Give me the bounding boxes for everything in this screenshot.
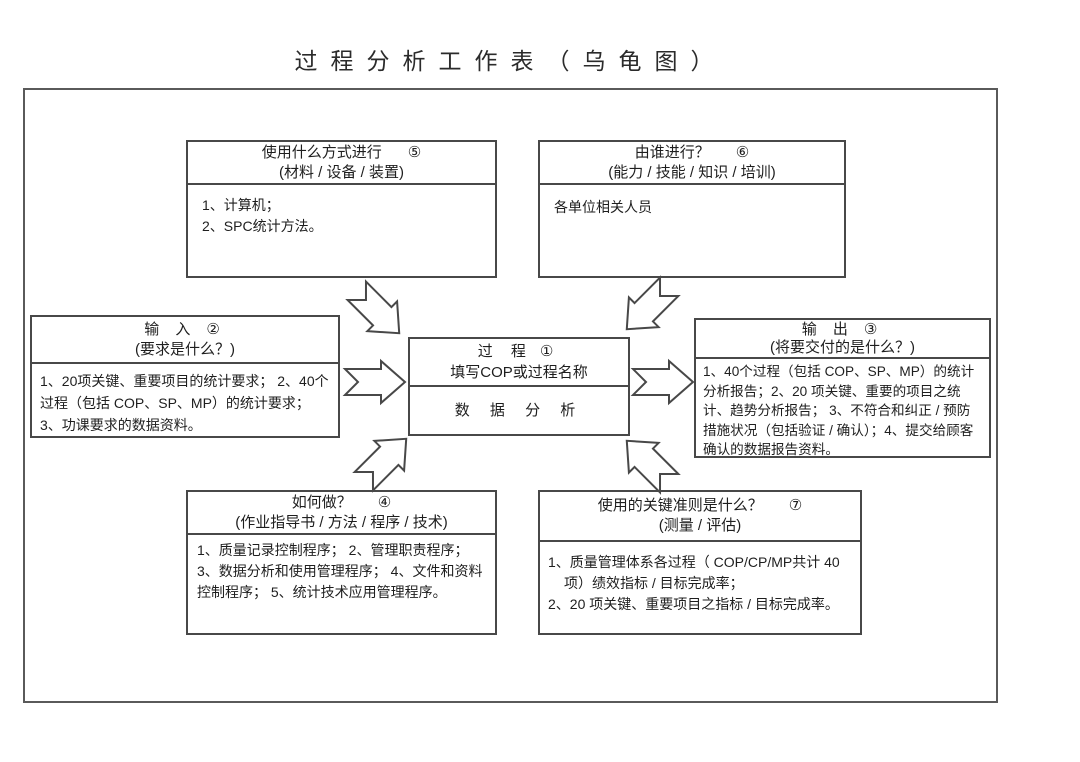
- box-process-number: ①: [539, 343, 561, 360]
- box-criteria-body: 1、质量管理体系各过程（ COP/CP/MP共计 40 项）绩效指标 / 目标完…: [540, 542, 860, 633]
- box-who-title: 由谁进行？: [634, 143, 710, 161]
- box-method: 使用什么方式进行 ⑤ (材料 / 设备 / 装置) 1、计算机； 2、SPC统计方…: [186, 140, 497, 278]
- box-criteria-title: 使用的关键准则是什么？: [597, 497, 763, 514]
- box-input-number: ②: [206, 320, 226, 338]
- box-output-header: 输 出 ③ (将要交付的是什么？): [696, 320, 989, 359]
- box-process-header: 过 程 ① 填写COP或过程名称: [410, 339, 628, 387]
- page-title: 过程分析工作表（乌龟图）: [294, 48, 727, 74]
- box-output-title-row: 输 出 ③: [802, 321, 884, 339]
- block-arrow-right-icon: [630, 358, 695, 406]
- box-method-header: 使用什么方式进行 ⑤ (材料 / 设备 / 装置): [188, 142, 495, 185]
- box-who-number: ⑥: [735, 143, 750, 161]
- box-method-title: 使用什么方式进行: [261, 143, 382, 161]
- box-criteria-title-row: 使用的关键准则是什么？ ⑦: [598, 496, 802, 516]
- list-item: 2、20 项关键、重要项目之指标 / 目标完成率。: [548, 596, 839, 612]
- box-input-title: 输 入: [144, 320, 197, 338]
- box-how-title: 如何做？: [291, 493, 352, 511]
- box-how-header: 如何做？ ④ (作业指导书 / 方法 / 程序 / 技术): [188, 492, 495, 535]
- block-arrow-down-left-icon: [610, 270, 686, 346]
- box-criteria-header: 使用的关键准则是什么？ ⑦ (测量 / 评估): [540, 492, 860, 542]
- box-criteria: 使用的关键准则是什么？ ⑦ (测量 / 评估) 1、质量管理体系各过程（ COP/…: [538, 490, 862, 635]
- box-how: 如何做？ ④ (作业指导书 / 方法 / 程序 / 技术) 1、质量记录控制程序；…: [186, 490, 497, 635]
- block-arrow-right-icon: [342, 358, 407, 406]
- box-output-title: 输 出: [801, 320, 854, 338]
- box-process: 过 程 ① 填写COP或过程名称 数 据 分 析: [408, 337, 630, 436]
- box-process-title: 过 程: [477, 343, 533, 360]
- box-criteria-subtitle: (测量 / 评估): [658, 517, 742, 534]
- box-input-subtitle: (要求是什么？): [135, 340, 235, 358]
- box-process-subtitle: 填写COP或过程名称: [450, 364, 588, 381]
- box-criteria-number: ⑦: [788, 497, 803, 514]
- box-output-body: 1、40个过程（包括 COP、SP、MP）的统计分析报告；2、20 项关键、重要…: [703, 364, 975, 457]
- box-method-subtitle: (材料 / 设备 / 装置): [279, 163, 404, 181]
- box-who-subtitle: (能力 / 技能 / 知识 / 培训): [608, 163, 776, 181]
- box-output-subtitle: (将要交付的是什么？): [770, 338, 915, 356]
- box-who-title-row: 由谁进行？ ⑥: [635, 143, 749, 163]
- box-who: 由谁进行？ ⑥ (能力 / 技能 / 知识 / 培训) 各单位相关人员: [538, 140, 846, 278]
- box-who-body: 各单位相关人员: [554, 199, 652, 215]
- list-item: 2、SPC统计方法。: [202, 218, 323, 234]
- box-who-header: 由谁进行？ ⑥ (能力 / 技能 / 知识 / 培训): [540, 142, 844, 185]
- box-input: 输 入 ② (要求是什么？) 1、20项关键、重要项目的统计要求； 2、40个过程…: [30, 315, 340, 438]
- box-how-subtitle: (作业指导书 / 方法 / 程序 / 技术): [235, 513, 448, 531]
- box-output-number: ③: [863, 320, 884, 338]
- box-input-title-row: 输 入 ②: [144, 320, 226, 340]
- list-item: 1、计算机；: [202, 197, 280, 213]
- box-process-title-row: 过 程 ①: [478, 341, 561, 362]
- box-how-number: ④: [377, 493, 392, 511]
- box-input-body: 1、20项关键、重要项目的统计要求； 2、40个过程（包括 COP、SP、MP）…: [40, 373, 329, 433]
- block-arrow-up-right-icon: [347, 422, 423, 498]
- block-arrow-down-right-icon: [340, 274, 416, 350]
- box-input-header: 输 入 ② (要求是什么？): [32, 317, 338, 364]
- box-method-title-row: 使用什么方式进行 ⑤: [262, 143, 421, 163]
- box-method-number: ⑤: [407, 143, 422, 161]
- list-item: 1、质量管理体系各过程（ COP/CP/MP共计 40 项）绩效指标 / 目标完…: [548, 554, 840, 591]
- block-arrow-up-left-icon: [610, 424, 686, 500]
- box-method-body: 1、计算机； 2、SPC统计方法。: [188, 185, 495, 276]
- box-output: 输 出 ③ (将要交付的是什么？) 1、40个过程（包括 COP、SP、MP）的统…: [694, 318, 991, 458]
- box-how-title-row: 如何做？ ④: [292, 493, 391, 513]
- box-process-body: 数 据 分 析: [454, 402, 584, 419]
- box-how-body: 1、质量记录控制程序； 2、管理职责程序； 3、数据分析和使用管理程序； 4、文…: [197, 542, 483, 600]
